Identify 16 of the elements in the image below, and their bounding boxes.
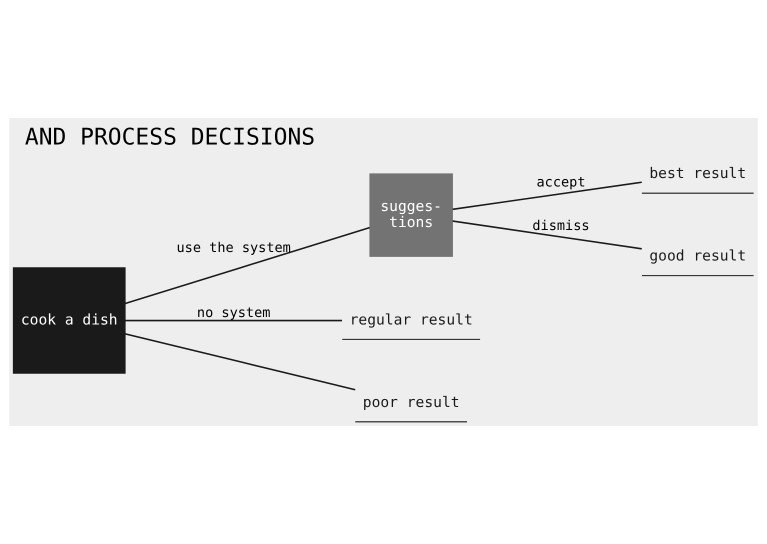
connector — [125, 226, 370, 304]
connector — [125, 333, 356, 390]
node-text: best result — [649, 165, 746, 182]
node-text: good result — [649, 248, 746, 265]
node-text: regular result — [350, 311, 473, 328]
connector — [452, 220, 642, 250]
edge-label: accept — [536, 174, 586, 190]
node-box: cook a dish — [12, 267, 126, 374]
edge-label: dismiss — [532, 218, 590, 234]
diagram-title: AND PROCESS DECISIONS — [24, 124, 316, 151]
edge-label: no system — [196, 304, 270, 321]
connector — [125, 320, 342, 322]
connector — [452, 181, 642, 210]
node-box: sugges- tions — [369, 173, 453, 257]
edge-label: use the system — [176, 240, 291, 256]
node-text: poor result — [362, 394, 460, 411]
